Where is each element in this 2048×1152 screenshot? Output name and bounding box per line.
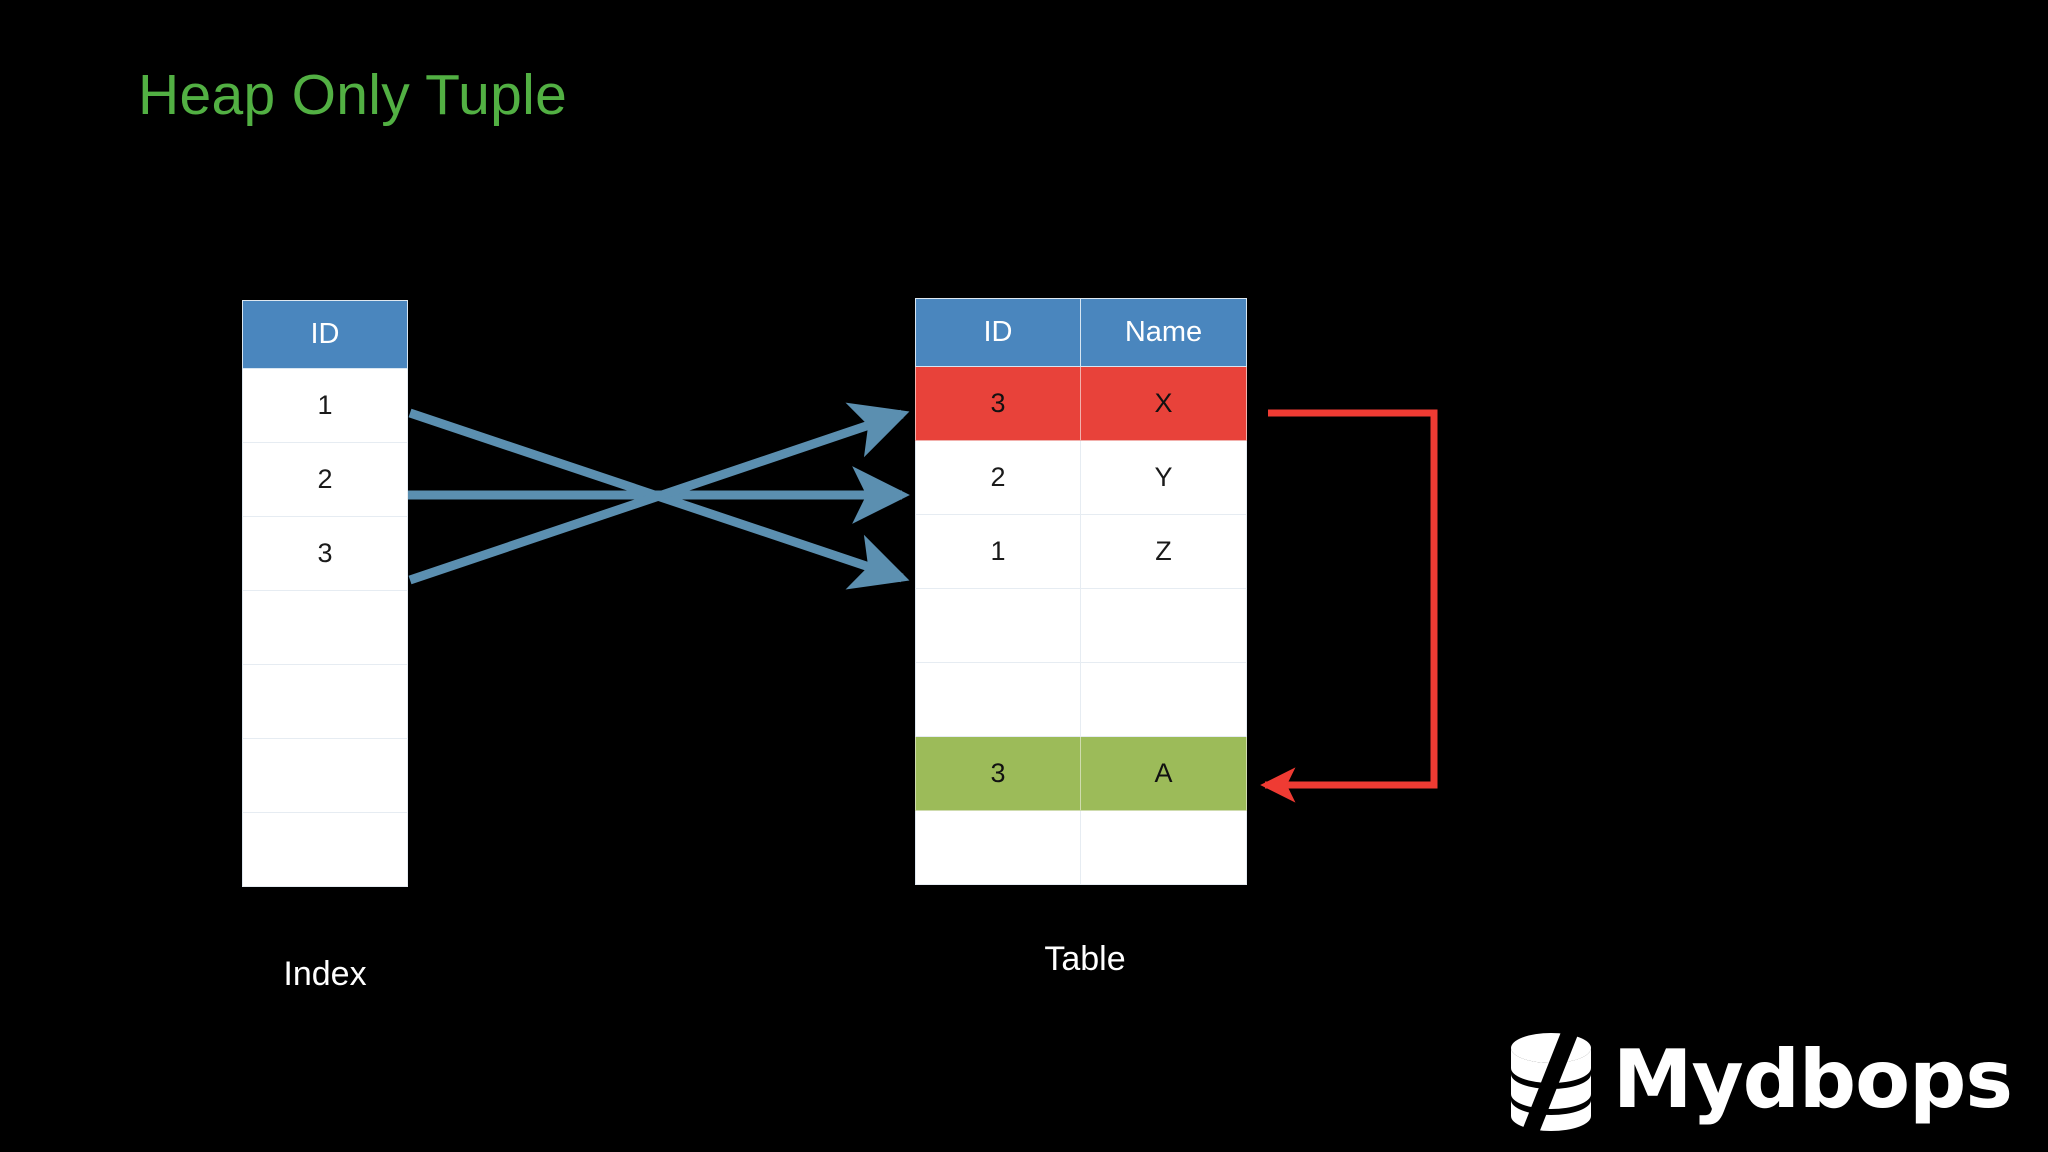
index-cell-id [242, 813, 408, 887]
index-cell-id: 1 [242, 369, 408, 443]
table-row[interactable]: 1 [242, 369, 408, 443]
table-cell-name [1081, 811, 1247, 885]
page-title: Heap Only Tuple [138, 63, 568, 127]
table-header-name: Name [1081, 298, 1247, 367]
table-row[interactable] [915, 811, 1247, 885]
table-header-row: ID Name [915, 298, 1247, 367]
index-cell-id: 3 [242, 517, 408, 591]
index-header-id: ID [242, 300, 408, 369]
index-table: ID 1 2 3 [242, 300, 408, 887]
database-cylinder-icon [1510, 1033, 1591, 1131]
table-row[interactable]: 1 Z [915, 515, 1247, 589]
table-cell-id [915, 589, 1081, 663]
table-cell-id [915, 663, 1081, 737]
table-cell-name: X [1081, 367, 1247, 441]
heap-table: ID Name 3 X 2 Y 1 Z 3 A [915, 298, 1247, 885]
table-cell-name: Y [1081, 441, 1247, 515]
arrow-hot-chain [1260, 409, 1438, 803]
table-row[interactable] [242, 813, 408, 887]
index-cell-id [242, 591, 408, 665]
table-cell-id: 3 [915, 737, 1081, 811]
table-caption: Table [1044, 940, 1126, 978]
mydbops-wordmark: Mydbops [1612, 1033, 2013, 1126]
table-row[interactable] [242, 665, 408, 739]
index-caption: Index [283, 955, 367, 993]
arrow-index-1-to-z [408, 408, 910, 590]
table-row[interactable] [242, 591, 408, 665]
arrow-index-3-to-x [408, 402, 910, 585]
table-row-hot-tuple[interactable]: 3 A [915, 737, 1247, 811]
table-row[interactable] [242, 739, 408, 813]
table-cell-id: 3 [915, 367, 1081, 441]
table-row-dead-tuple[interactable]: 3 X [915, 367, 1247, 441]
table-cell-name: Z [1081, 515, 1247, 589]
table-row[interactable] [915, 663, 1247, 737]
table-row[interactable]: 2 Y [915, 441, 1247, 515]
table-cell-name [1081, 589, 1247, 663]
table-cell-name [1081, 663, 1247, 737]
table-row[interactable]: 2 [242, 443, 408, 517]
table-row[interactable]: 3 [242, 517, 408, 591]
table-cell-name: A [1081, 737, 1247, 811]
index-cell-id: 2 [242, 443, 408, 517]
index-cell-id [242, 739, 408, 813]
mydbops-logo: Mydbops [1503, 1028, 2013, 1132]
index-cell-id [242, 665, 408, 739]
table-header-row: ID [242, 300, 408, 369]
table-cell-id: 1 [915, 515, 1081, 589]
table-row[interactable] [915, 589, 1247, 663]
table-cell-id [915, 811, 1081, 885]
table-cell-id: 2 [915, 441, 1081, 515]
table-header-id: ID [915, 298, 1081, 367]
